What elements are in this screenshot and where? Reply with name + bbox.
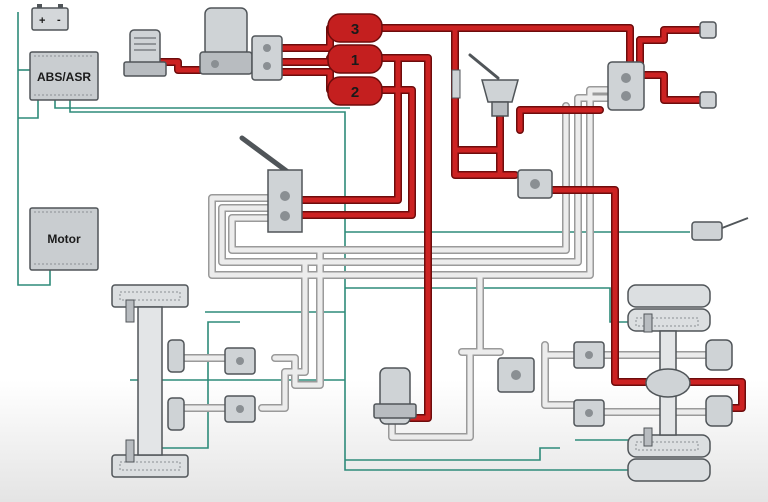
signal-wiring xyxy=(17,12,690,471)
wire-abs-left xyxy=(18,100,39,119)
reservoir-1: 1 xyxy=(327,44,383,74)
wire-front-sensor-left xyxy=(138,321,240,449)
foot-brake-valve xyxy=(239,135,303,233)
proportioning-valve xyxy=(373,367,417,425)
wire-abs-main xyxy=(54,100,350,109)
battery-minus-label: - xyxy=(57,14,61,26)
reservoirs: 3 1 2 xyxy=(327,13,383,106)
wire-rear-upper xyxy=(345,287,632,323)
trailer-couplings xyxy=(691,21,749,241)
trailer-control-valve xyxy=(607,61,645,111)
front-axle xyxy=(111,284,189,478)
protection-valve xyxy=(251,35,283,81)
wire-battery-motor xyxy=(17,12,51,286)
rear-abs-valves xyxy=(573,341,605,427)
motor-ecu: Motor xyxy=(29,207,99,271)
control-lines xyxy=(181,86,722,441)
reservoir-2: 2 xyxy=(327,76,383,106)
wire-rear-lower xyxy=(345,447,560,461)
relay-valve xyxy=(517,169,553,199)
reservoir-2-label: 2 xyxy=(351,84,359,101)
battery: + - xyxy=(31,4,69,31)
rear-relay-valve xyxy=(497,357,535,393)
reservoir-3: 3 xyxy=(327,13,383,43)
reservoir-3-label: 3 xyxy=(351,21,359,38)
air-dryer xyxy=(199,7,253,75)
abs-asr-label: ABS/ASR xyxy=(37,70,91,84)
reservoir-1-label: 1 xyxy=(351,52,359,69)
front-abs-valves xyxy=(224,347,256,423)
rear-axle xyxy=(627,284,733,482)
battery-plus-label: + xyxy=(39,15,45,27)
motor-label: Motor xyxy=(47,232,81,246)
abs-asr-ecu: ABS/ASR xyxy=(29,51,99,101)
hand-brake-valve xyxy=(451,53,519,117)
air-compressor xyxy=(123,29,167,77)
